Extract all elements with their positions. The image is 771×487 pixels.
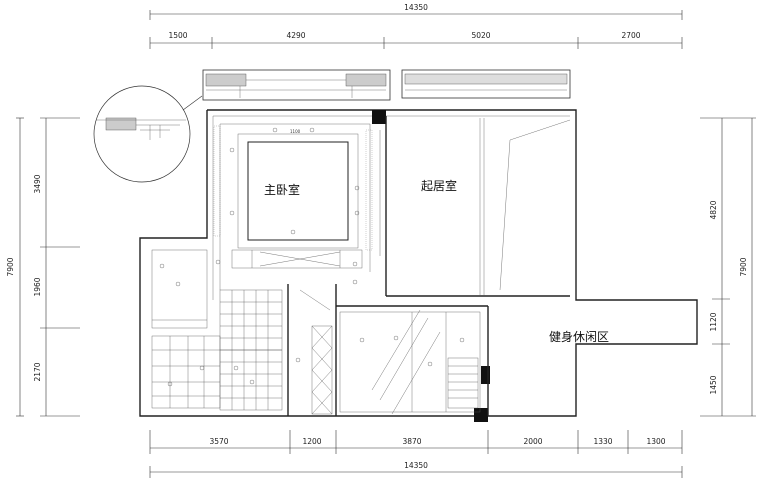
right-seg-3: 1450 — [709, 375, 718, 394]
right-total-label: 7900 — [739, 257, 748, 276]
bottom-seg-5: 1330 — [593, 437, 612, 446]
gym-lounge-label: 健身休闲区 — [549, 329, 609, 344]
outer-walls — [139, 109, 698, 417]
central-hall — [287, 284, 337, 416]
bottom-seg-3: 3870 — [402, 437, 421, 446]
svg-text:1100: 1100 — [290, 129, 301, 134]
left-seg-3: 2170 — [33, 362, 42, 381]
top-seg-4: 2700 — [621, 31, 640, 40]
master-bedroom-label: 主卧室 — [264, 182, 300, 197]
corridor-area — [215, 249, 363, 285]
bottom-seg-2: 1200 — [302, 437, 321, 446]
right-seg-1: 4820 — [709, 200, 718, 219]
top-seg-1: 1500 — [168, 31, 187, 40]
master-bedroom-area: 1100 主卧室 — [213, 123, 373, 290]
right-seg-2: 1120 — [709, 312, 718, 331]
bottom-dimension-chain: 3570 1200 3870 2000 1330 1300 14350 — [149, 430, 683, 478]
living-room-label: 起居室 — [421, 178, 457, 193]
bottom-total-label: 14350 — [404, 461, 428, 470]
left-total-label: 7900 — [6, 257, 15, 276]
lower-left-tiled-area — [151, 335, 282, 409]
bottom-seg-4: 2000 — [523, 437, 542, 446]
left-seg-1: 3490 — [33, 174, 42, 193]
detail-callout-circle — [93, 85, 203, 183]
bottom-seg-1: 3570 — [209, 437, 228, 446]
ceiling-section-detail-right — [401, 69, 571, 99]
top-total-label: 14350 — [404, 3, 428, 12]
top-seg-2: 4290 — [286, 31, 305, 40]
gym-lounge-area: 健身休闲区 — [487, 306, 609, 416]
top-dimension-chain: 14350 1500 4290 5020 2700 — [149, 3, 683, 49]
right-dimension-chain: 7900 4820 1120 1450 — [700, 117, 756, 417]
column-right-1 — [481, 366, 490, 384]
right-lower-area — [336, 305, 488, 415]
top-seg-3: 5020 — [471, 31, 490, 40]
column-top — [372, 110, 386, 124]
column-bottom — [474, 408, 488, 422]
left-dimension-chain: 7900 3490 1960 2170 — [6, 117, 80, 417]
living-room-area: 起居室 — [379, 116, 571, 297]
left-seg-2: 1960 — [33, 277, 42, 296]
ceiling-section-detail-left — [202, 69, 391, 101]
bottom-seg-6: 1300 — [646, 437, 665, 446]
small-room-left — [151, 249, 208, 329]
